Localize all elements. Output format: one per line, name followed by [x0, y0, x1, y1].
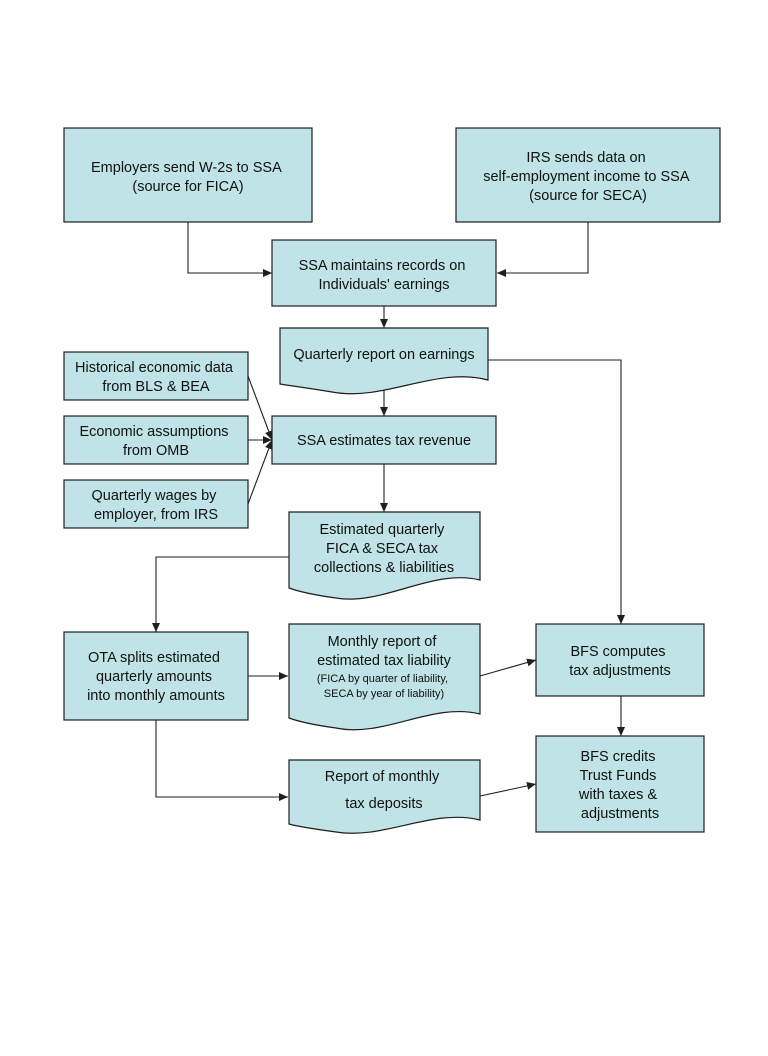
- arrow-monthly-deposits-to-bfs-credits: [479, 781, 537, 797]
- arrow-ota-to-monthly-deposits: [155, 720, 288, 801]
- arrow-employers-to-ssa-records: [187, 222, 272, 277]
- historical-data-box: Historical economic data from BLS & BEA: [63, 351, 249, 401]
- irs-self-employment-box: IRS sends data on self-employment income…: [455, 127, 721, 223]
- bfs-credits-box: BFS credits Trust Funds with taxes & adj…: [535, 735, 705, 833]
- ota-splits-text: OTA splits estimated quarterly amounts i…: [87, 650, 225, 704]
- monthly-deposits-text: Report of monthly tax deposits: [325, 769, 443, 812]
- estimated-collections-text: Estimated quarterly FICA & SECA tax coll…: [314, 522, 454, 576]
- bfs-credits-text: BFS credits Trust Funds with taxes & adj…: [578, 749, 661, 822]
- monthly-deposits-document: Report of monthly tax deposits: [288, 759, 481, 834]
- arrow-quarterly-report-to-bfs-computes: [488, 359, 625, 624]
- bfs-computes-text: BFS computes tax adjustments: [569, 644, 671, 679]
- monthly-liability-text: Monthly report of estimated tax liabilit…: [317, 634, 452, 669]
- arrow-irs-to-ssa-records: [497, 222, 589, 277]
- arrow-wages-to-ssa-estimates: [247, 439, 273, 505]
- arrow-historical-to-ssa-estimates: [247, 375, 273, 441]
- monthly-liability-detail-text: (FICA by quarter of liability, SECA by y…: [317, 673, 451, 700]
- arrow-monthly-liability-to-bfs-computes: [479, 658, 537, 677]
- ssa-records-box: SSA maintains records on Individuals' ea…: [271, 239, 497, 307]
- quarterly-report-document: Quarterly report on earnings: [279, 327, 489, 395]
- connectors: [152, 222, 625, 801]
- irs-self-employment-text: IRS sends data on self-employment income…: [483, 150, 693, 204]
- quarterly-wages-text: Quarterly wages by employer, from IRS: [92, 488, 221, 523]
- economic-assumptions-box: Economic assumptions from OMB: [63, 415, 249, 465]
- historical-data-text: Historical economic data from BLS & BEA: [75, 360, 237, 395]
- quarterly-wages-box: Quarterly wages by employer, from IRS: [63, 479, 249, 529]
- economic-assumptions-text: Economic assumptions from OMB: [79, 424, 232, 459]
- estimated-collections-document: Estimated quarterly FICA & SECA tax coll…: [288, 511, 481, 600]
- ssa-estimates-box: SSA estimates tax revenue: [271, 415, 497, 465]
- ssa-records-text: SSA maintains records on Individuals' ea…: [299, 258, 470, 293]
- ota-splits-box: OTA splits estimated quarterly amounts i…: [63, 631, 249, 721]
- quarterly-report-text: Quarterly report on earnings: [293, 347, 474, 363]
- employers-w2-text: Employers send W-2s to SSA (source for F…: [91, 160, 285, 195]
- bfs-computes-box: BFS computes tax adjustments: [535, 623, 705, 697]
- employers-w2-box: Employers send W-2s to SSA (source for F…: [63, 127, 313, 223]
- ssa-estimates-text: SSA estimates tax revenue: [297, 433, 471, 449]
- arrow-collections-to-ota: [152, 556, 289, 632]
- monthly-liability-document: Monthly report of estimated tax liabilit…: [288, 623, 481, 731]
